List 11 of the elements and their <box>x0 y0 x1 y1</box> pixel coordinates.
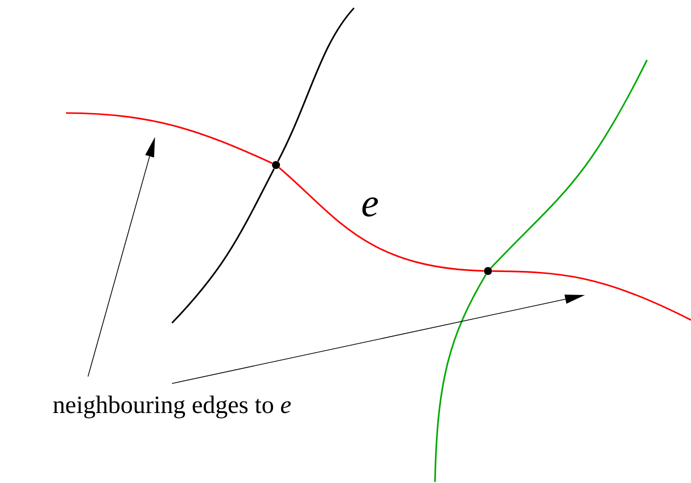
graph-edge <box>490 60 648 268</box>
graph-edge <box>434 274 487 482</box>
graph-edge <box>171 168 275 324</box>
graph-edge <box>66 112 273 164</box>
vertex-dot <box>484 267 492 275</box>
annotation-label: neighbouring edges to e <box>53 396 291 418</box>
vertex-dot <box>272 161 280 169</box>
graph-edge <box>277 7 355 162</box>
graph-edge <box>278 167 484 272</box>
edge-label: e <box>362 197 378 217</box>
graph-edge <box>492 270 691 321</box>
